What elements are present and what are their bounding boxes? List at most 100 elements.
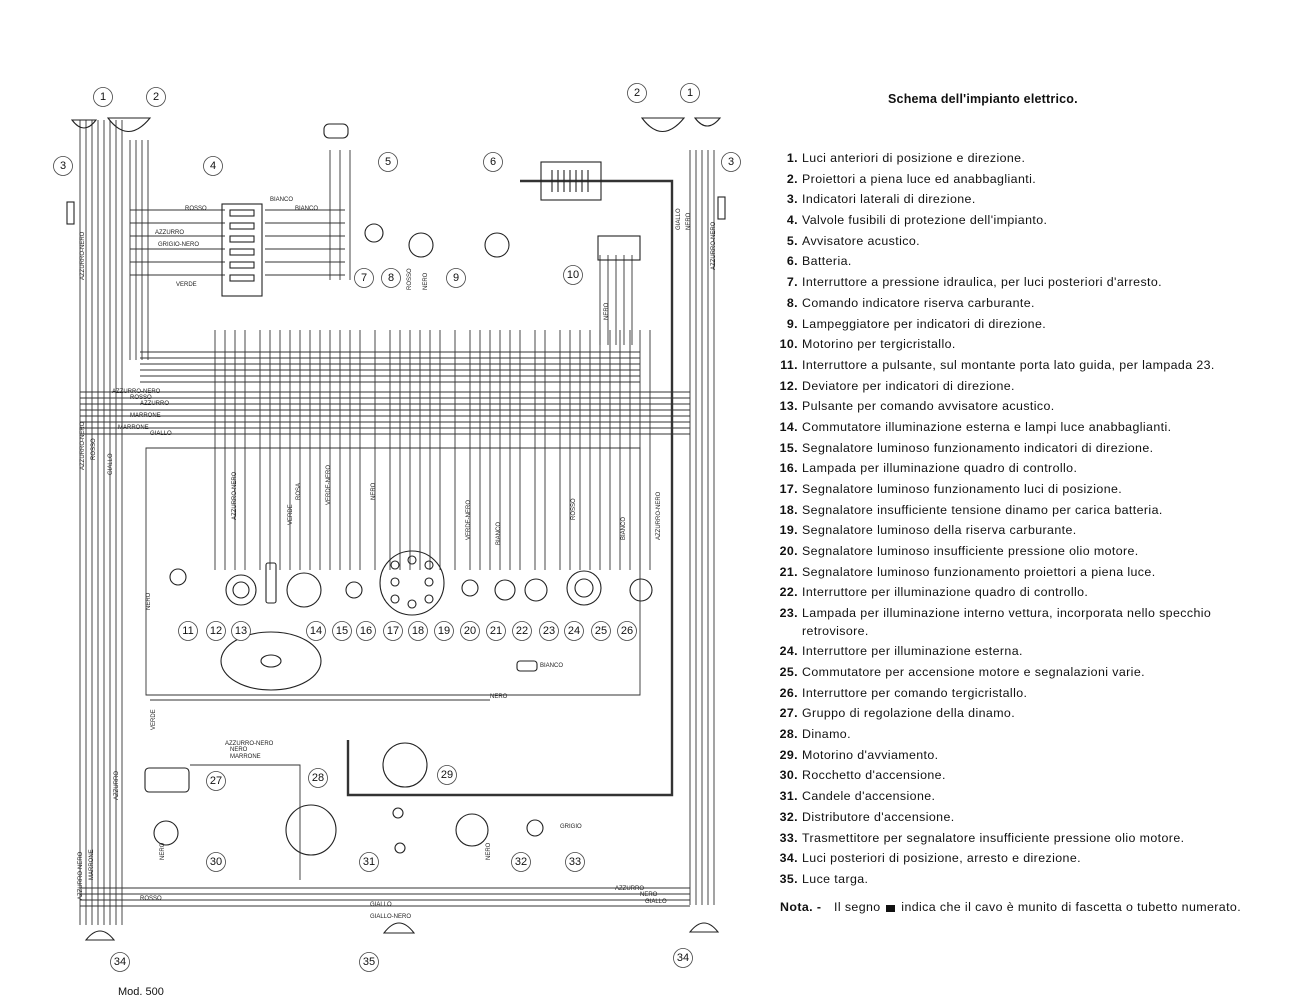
legend-item-text: Distributore d'accensione. — [802, 809, 955, 824]
legend-item-text: Indicatori laterali di direzione. — [802, 192, 976, 207]
callout-circle — [206, 771, 226, 791]
legend-item-number: 10. — [779, 337, 798, 352]
legend-item-number: 4. — [786, 213, 798, 228]
legend-item-text: Interruttore a pulsante, sul montante po… — [802, 357, 1215, 372]
legend-item: 28. Dinamo. — [776, 726, 1246, 744]
light-switch-icon — [286, 572, 322, 608]
legend-item-text: Lampeggiatore per indicatori di direzion… — [802, 316, 1047, 331]
callout-number: 5 — [385, 156, 391, 168]
legend-item: 3.Indicatori laterali di direzione. — [776, 191, 1246, 209]
wire-color-label: ROSSO — [185, 206, 207, 212]
callout-number: 11 — [182, 625, 193, 637]
callout-number: 3 — [60, 160, 66, 172]
legend-item: 8.Comando indicatore riserva carburante. — [776, 295, 1246, 313]
legend-item: 30.Rocchetto d'accensione. — [776, 767, 1246, 785]
legend-item: 18.Segnalatore insufficiente tensione di… — [776, 502, 1246, 520]
callout-number: 17 — [387, 625, 399, 637]
legend-item-number: 28. — [779, 727, 798, 742]
legend-item-number: 1. — [786, 151, 798, 165]
wire — [190, 764, 301, 880]
callout-circle — [511, 852, 531, 872]
spark-plug-icon — [394, 842, 406, 854]
callout-number: 7 — [361, 272, 367, 284]
indicator-lamp-icon — [424, 577, 434, 587]
legend-item-number: 11. — [780, 357, 798, 372]
wire-color-label: ROSSO — [407, 268, 413, 290]
legend-item-number: 5. — [786, 233, 798, 248]
warning-lamp-icon — [345, 581, 363, 599]
legend-item-text: Luce targa. — [802, 871, 869, 886]
fuse-icon — [229, 209, 255, 217]
legend-item: 34.Luci posteriori di posizione, arresto… — [776, 850, 1246, 868]
legend-item-text: Avvisatore acustico. — [802, 233, 920, 248]
wire-color-label: NERO — [486, 842, 492, 860]
callout-circle — [146, 87, 166, 107]
callout-circle — [434, 621, 454, 641]
callout-number: 21 — [490, 625, 502, 637]
wire-color-label: MARRONE — [118, 425, 149, 431]
callout-circle — [673, 948, 693, 968]
wire-color-label: VERDE — [176, 282, 197, 288]
legend-item: 15.Segnalatore luminoso funzionamento in… — [776, 440, 1246, 458]
ignition-coil-icon — [153, 820, 179, 846]
legend-item-text: Proiettori a piena luce ed anabbaglianti… — [802, 171, 1037, 186]
legend-item-text: Lampada per illuminazione quadro di cont… — [802, 461, 1078, 476]
wire-color-label: GIALLO-NERO — [370, 914, 411, 920]
callout-number: 22 — [516, 625, 528, 637]
instrument-cluster-icon — [379, 550, 445, 616]
wire-color-label: AZZURRO-NERO — [656, 491, 662, 540]
legend-item-text: Interruttore per illuminazione quadro di… — [802, 585, 1089, 600]
horn-icon — [323, 123, 349, 139]
legend-item-number: 22. — [779, 585, 798, 600]
legend-item: 32.Distributore d'accensione. — [776, 809, 1246, 827]
callout-circle — [627, 83, 647, 103]
legend-item-number: 14. — [779, 419, 798, 434]
oil-pressure-sender-icon — [526, 819, 544, 837]
legend: Schema dell'impianto elettrico. 1.Luci a… — [776, 92, 1246, 916]
legend-item-number: 25. — [779, 665, 798, 679]
legend-item-number: 23. — [779, 606, 798, 621]
callout-number: 23 — [543, 625, 555, 637]
fuel-sender-icon — [408, 232, 434, 258]
callout-circle — [564, 621, 584, 641]
legend-item: 5. Avvisatore acustico. — [776, 233, 1246, 251]
fuse-box-icon — [221, 203, 263, 297]
callout-number: 32 — [515, 856, 527, 868]
distributor-icon — [455, 813, 489, 847]
front-light-icon — [70, 119, 98, 129]
wire-color-label: GRIGIO-NERO — [158, 242, 199, 248]
flasher-icon — [484, 232, 510, 258]
horn-button-icon — [265, 562, 277, 604]
legend-item-number: 34. — [779, 851, 798, 866]
wire-color-label: BIANCO — [270, 197, 293, 203]
fuse-inline-icon — [516, 660, 538, 672]
fuse-icon — [229, 261, 255, 269]
wire — [145, 447, 641, 696]
wire-color-label: MARRONE — [89, 849, 95, 880]
cable-marker-icon — [886, 904, 896, 912]
legend-item-text: Trasmettitore per segnalatore insufficie… — [802, 830, 1185, 845]
panel-light-switch-icon — [494, 579, 516, 601]
ignition-switch-icon — [566, 570, 602, 606]
callout-number: 29 — [441, 769, 453, 781]
wire-color-label: NERO — [230, 747, 248, 753]
callout-number: 13 — [235, 625, 247, 637]
legend-item-text: Dinamo. — [802, 727, 851, 742]
legend-item-number: 19. — [779, 523, 798, 538]
callout-circle — [110, 952, 130, 972]
callout-number: 35 — [363, 956, 375, 968]
note: Nota. - Il segno indica che il cavo è mu… — [776, 898, 1246, 916]
fuse-icon — [229, 222, 255, 230]
legend-item: 26.Interruttore per comando tergicristal… — [776, 685, 1246, 703]
callout-number: 16 — [360, 625, 372, 637]
callout-circle — [203, 156, 223, 176]
wire-color-label: GIALLO — [645, 899, 667, 905]
callout-number: 3 — [728, 156, 734, 168]
wire-color-label: AZZURRO-NERO — [80, 421, 86, 470]
wire-color-label: GIALLO — [150, 431, 172, 437]
wire-color-label: AZZURRO-NERO — [711, 221, 717, 270]
callout-number: 25 — [595, 625, 607, 637]
legend-item: 13.Pulsante per comando avvisatore acust… — [776, 398, 1246, 416]
legend-item-text: Comando indicatore riserva carburante. — [802, 295, 1035, 310]
